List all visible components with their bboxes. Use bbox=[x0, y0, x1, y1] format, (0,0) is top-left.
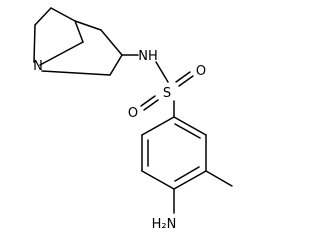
quinuclidine-bonds bbox=[33, 7, 123, 76]
bond-s-o-bottom-b bbox=[143, 99, 159, 111]
ring-bond-6 bbox=[141, 116, 175, 136]
atom-label-sulfur: S bbox=[163, 86, 171, 101]
bond-s-o-bottom-a bbox=[140, 95, 156, 107]
bond-c2-n bbox=[41, 70, 111, 76]
bond-s-o-top-b bbox=[178, 75, 194, 87]
bond-c3-c2 bbox=[109, 54, 123, 76]
bond-s-o-top-a bbox=[175, 71, 191, 83]
bond-nh-s bbox=[155, 61, 169, 83]
sulfonamide-bonds bbox=[121, 54, 194, 118]
bond-methyl bbox=[205, 170, 233, 187]
benzene-ring bbox=[141, 116, 207, 190]
ring-double-2 bbox=[174, 166, 200, 182]
bond-bridgehead-right bbox=[74, 20, 102, 31]
atom-label-oxygen-top: O bbox=[196, 64, 206, 79]
substituent-bonds bbox=[173, 170, 233, 214]
ring-double-1 bbox=[174, 123, 201, 139]
bond-bridge-mid-top bbox=[74, 20, 84, 43]
bond-bridge-left-top bbox=[34, 7, 52, 26]
atom-label-ring-n: N bbox=[33, 59, 43, 74]
atom-label-nh: NH bbox=[138, 49, 158, 64]
ring-bond-3 bbox=[173, 170, 207, 190]
bond-bridge-mid-bottom bbox=[39, 41, 84, 66]
ring-bond-1 bbox=[173, 116, 207, 136]
bond-bridgehead-top bbox=[50, 7, 76, 22]
ring-bond-4 bbox=[141, 170, 175, 190]
bond-c3-c4 bbox=[100, 29, 123, 56]
atom-label-oxygen-bottom: O bbox=[128, 106, 138, 121]
atom-label-amino: H₂N bbox=[152, 217, 177, 232]
molecule-structure: N NH S O O H₂N bbox=[33, 7, 233, 232]
bond-n-ch2-left bbox=[33, 24, 36, 63]
